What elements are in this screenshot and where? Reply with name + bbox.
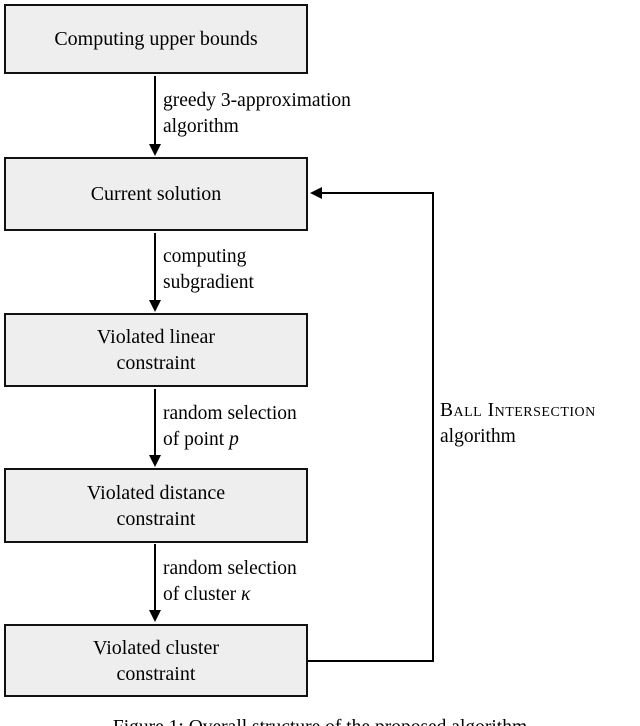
box-label: Violated linear constraint — [96, 326, 216, 374]
edge-label-line1: computing — [163, 246, 247, 267]
box-label: Violated cluster constraint — [93, 636, 219, 685]
box-violated-distance-constraint: Violated distance constraint — [4, 468, 308, 543]
edge-label-line1: random selection — [163, 558, 297, 579]
arrow-3-shaft — [154, 389, 156, 455]
edge-label-line1: random selection — [163, 403, 297, 424]
edge-label-greedy-approximation: greedy 3-approximation algorithm — [163, 88, 351, 140]
box-current-solution: Current solution — [4, 157, 308, 231]
edge-label-random-selection-cluster: random selection of cluster κ — [163, 556, 297, 608]
math-var-kappa: κ — [240, 584, 251, 605]
edge-label-line2-prefix: of cluster — [163, 584, 241, 605]
loop-label-line1: Ball Intersection — [440, 400, 596, 421]
box-computing-upper-bounds: Computing upper bounds — [4, 4, 308, 74]
loop-top-segment — [320, 192, 434, 194]
edge-label-line2-prefix: of point — [163, 429, 230, 450]
loop-label-line2: algorithm — [440, 426, 516, 447]
figure-caption: Figure 1: Overall structure of the propo… — [0, 716, 640, 726]
arrow-4-shaft — [154, 544, 156, 610]
arrow-2-down-arrowhead-icon — [149, 300, 161, 312]
edge-label-line2: algorithm — [163, 116, 239, 137]
box-label: Violated distance constraint — [86, 481, 226, 530]
box-label: Computing upper bounds — [54, 28, 258, 50]
loop-bottom-segment — [308, 660, 434, 662]
edge-label-random-selection-point: random selection of point p — [163, 401, 297, 453]
loop-left-arrowhead-icon — [310, 187, 322, 199]
edge-label-line1: greedy 3-approximation — [163, 90, 351, 111]
arrow-1-down-arrowhead-icon — [149, 144, 161, 156]
loop-vertical-segment — [432, 192, 434, 662]
arrow-2-shaft — [154, 233, 156, 301]
arrow-3-down-arrowhead-icon — [149, 455, 161, 467]
loop-label-ball-intersection: Ball Intersection algorithm — [440, 398, 596, 450]
edge-label-computing-subgradient: computing subgradient — [163, 244, 254, 296]
edge-label-line2: subgradient — [163, 272, 254, 293]
box-label: Current solution — [90, 183, 222, 205]
arrow-1-shaft — [154, 76, 156, 146]
box-violated-cluster-constraint: Violated cluster constraint — [4, 624, 308, 697]
box-violated-linear-constraint: Violated linear constraint — [4, 313, 308, 387]
math-var-p: p — [229, 429, 239, 450]
arrow-4-down-arrowhead-icon — [149, 610, 161, 622]
